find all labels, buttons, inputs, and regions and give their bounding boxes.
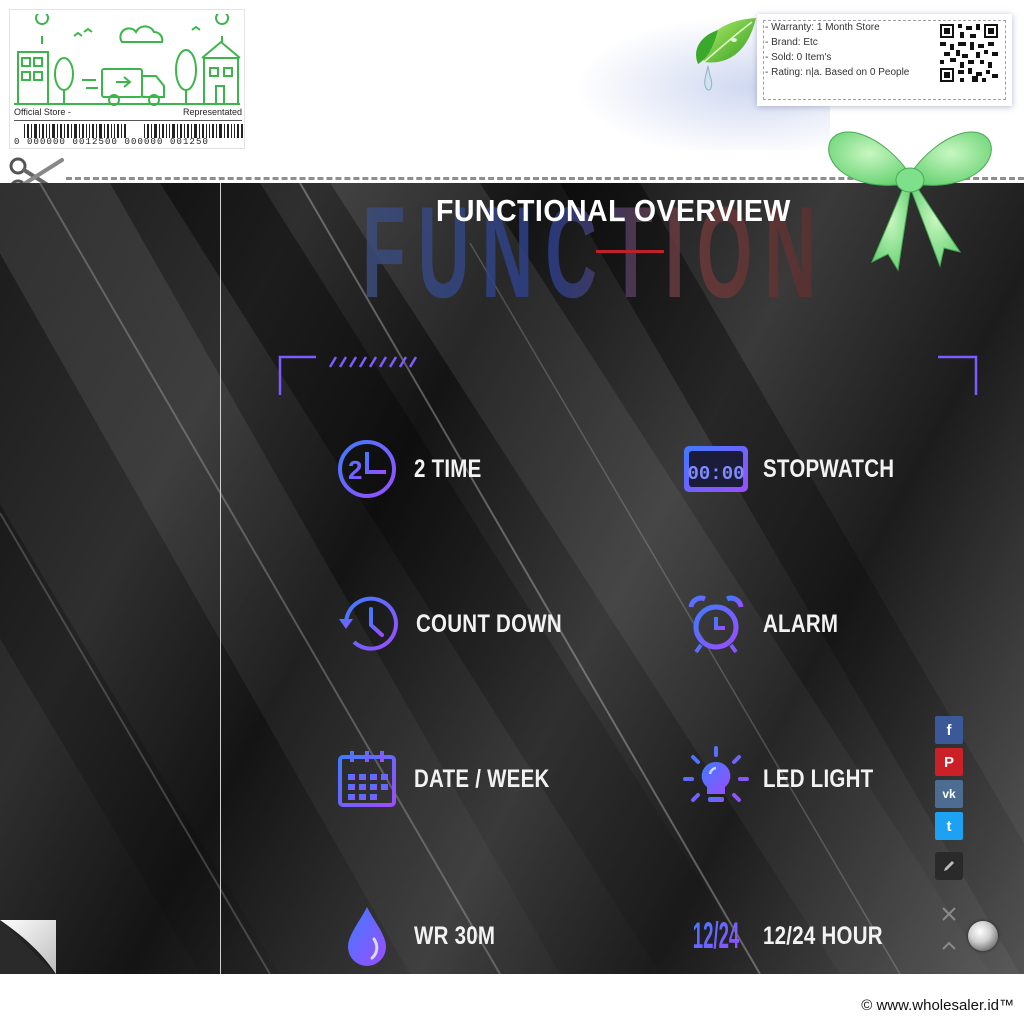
qr-code [940,24,998,82]
edit-button[interactable] [935,852,963,880]
ribbon-bow-decoration [828,131,992,272]
feature-label: WR 30M [414,921,496,950]
feature-label: LED LIGHT [763,764,874,793]
store-right-label: Representated [182,107,242,117]
barcode-numbers: 0 000000 0012500 000000 001250 [14,137,210,147]
hour-format-text: 12/24 [693,915,740,957]
facebook-icon: f [946,721,952,739]
leaf-icon [696,18,756,91]
copyright-footer: © www.wholesaler.id™ [861,997,1014,1014]
panel-title: FUNCTIONAL OVERVIEW [436,193,791,228]
brand-line: - Brand: Etc [765,37,818,48]
feature-count-down: COUNT DOWN [336,591,594,657]
vk-icon: vk [942,787,956,801]
warranty-line: - Warranty: 1 Month Store [765,22,880,33]
feature-12-24-hour: 12/24 12/24 HOUR [683,903,909,969]
product-info-border [763,20,1006,100]
close-icon[interactable] [940,905,958,923]
twitter-share-button[interactable]: t [935,812,963,840]
rating-line: - Rating: n|a. Based on 0 People [765,67,910,78]
pinterest-icon: P [943,753,954,771]
background-word: FUNCTION [362,183,828,327]
hour-format-icon: 12/24 [683,903,749,969]
feature-wr-30m: WR 30M [334,903,513,969]
pinterest-share-button[interactable]: P [935,748,963,776]
feature-label: 2 TIME [414,454,482,483]
product-info-lines: - Warranty: 1 Month Store - Brand: Etc -… [765,20,909,80]
city-delivery-illustration [14,14,241,106]
dashed-cut-line [66,177,1024,180]
feature-label: COUNT DOWN [416,609,562,638]
svg-text:2: 2 [348,455,362,485]
facebook-share-button[interactable]: f [935,716,963,744]
feature-stopwatch: 00:00 STOPWATCH [683,436,923,502]
feature-label: 12/24 HOUR [763,921,883,950]
stopwatch-display-icon: 00:00 [683,436,749,502]
dual-time-icon: 2 [334,436,400,502]
official-store-card: Official Store - Representated 0 000000 … [9,9,245,149]
scroll-top-knob[interactable] [968,921,998,951]
feature-alarm: ALARM [683,591,855,657]
feature-date-week: DATE / WEEK [334,746,579,812]
feature-2-time: 2 2 TIME [334,436,496,502]
feature-label: ALARM [763,609,839,638]
vk-share-button[interactable]: vk [935,780,963,808]
pencil-icon [944,861,954,871]
store-left-label: Official Store - [14,107,71,117]
feature-label: STOPWATCH [763,454,895,483]
panel-divider-line [220,183,221,974]
light-bulb-icon [683,746,749,812]
store-labels: Official Store - Representated [14,107,242,121]
title-underline [596,250,664,253]
feature-label: DATE / WEEK [414,764,550,793]
feature-led-light: LED LIGHT [683,746,898,812]
product-info-box: - Warranty: 1 Month Store - Brand: Etc -… [757,14,1012,106]
content-frame-corners [278,355,978,395]
barcode [24,124,243,138]
calendar-icon [334,746,400,812]
stopwatch-display-text: 00:00 [687,463,744,485]
countdown-clock-icon [336,591,402,657]
water-drop-icon [334,903,400,969]
page-curl-corner [0,920,56,974]
chevron-up-icon[interactable] [940,938,958,952]
diagonal-stripes-background [0,183,1024,974]
sold-line: - Sold: 0 Item's [765,52,832,63]
twitter-icon: t [946,817,952,835]
alarm-clock-icon [683,591,749,657]
functional-overview-panel: FUNCTION FUNCTIONAL OVERVIEW 2 2 TIME 00… [0,183,1024,974]
